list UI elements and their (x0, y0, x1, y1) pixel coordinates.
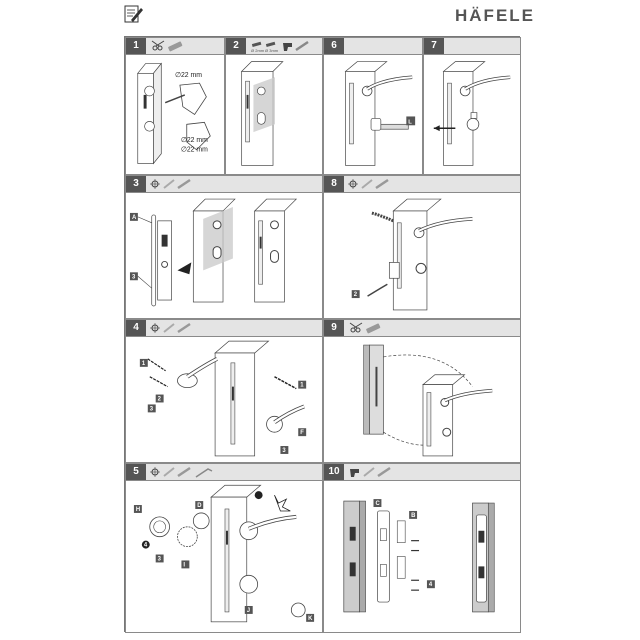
label-screw: 2 (354, 292, 358, 298)
crosshair-icon (150, 323, 160, 333)
label-screw: 3 (158, 556, 162, 562)
label-diameter: ∅22 mm (181, 147, 208, 154)
label-strike-plate: C (375, 501, 380, 507)
drill-bit-icon: Ø 2mm (251, 41, 265, 53)
tape-icon (168, 41, 183, 52)
label-screw: 3 (282, 448, 286, 454)
step-number: 8 (324, 176, 344, 192)
step-10-panel: 10 C B 4 (323, 463, 521, 633)
crosshair-icon (150, 179, 160, 189)
scissors-icon (349, 322, 363, 333)
scissors-icon (151, 40, 165, 51)
step-3-panel: 3 A 3 (125, 175, 323, 319)
step-6-panel: 6 L (323, 37, 423, 175)
label-rose: 1 (142, 361, 146, 367)
document-pencil-icon (124, 5, 143, 23)
label-spindle: 2 (158, 396, 162, 402)
drill-icon (350, 469, 359, 477)
svg-text:Ø 3mm: Ø 3mm (265, 48, 279, 53)
chisel-icon (163, 323, 175, 333)
screwdriver-icon (377, 466, 391, 478)
screwdriver-icon (177, 466, 191, 478)
label-rose-base: I (183, 562, 185, 568)
screwdriver-icon (177, 178, 191, 190)
label-rose-cover: K (308, 616, 313, 622)
step-4-panel: 4 1 2 3 (125, 319, 323, 463)
step-number: 5 (126, 464, 146, 480)
label-spindle: 1 (300, 383, 304, 389)
label-strike-box: B (411, 513, 415, 519)
step-number: 1 (126, 38, 146, 54)
chisel-icon (361, 179, 373, 189)
screwdriver-icon (295, 40, 309, 52)
screwdriver-icon (177, 322, 191, 334)
chisel-icon (163, 179, 175, 189)
step-number: 2 (226, 38, 246, 54)
label-diameter: ∅22 mm (181, 137, 208, 144)
step-1-panel: 1 ∅22 mm ∅22 mm ∅22 mm (125, 37, 225, 175)
label-screw: 3 (132, 274, 136, 280)
step-number: 9 (324, 320, 344, 336)
step-number: 6 (324, 38, 344, 54)
step-9-panel: 9 (323, 319, 521, 463)
drill-bit-icon: Ø 3mm (265, 41, 279, 53)
instruction-sheet: 1 ∅22 mm ∅22 mm ∅22 mm 2 Ø 2mm Ø 3m (124, 36, 521, 633)
step-number: 4 (126, 320, 146, 336)
label-cylinder: L (408, 119, 412, 125)
chisel-icon (363, 467, 375, 477)
step-5-panel: 5 H I D 3 4 (125, 463, 323, 633)
tape-icon (366, 323, 381, 334)
drill-icon (283, 43, 292, 51)
step-7-panel: 7 (423, 37, 521, 175)
step-number: 10 (324, 464, 344, 480)
screwdriver-icon (375, 178, 389, 190)
chisel-icon (163, 467, 175, 477)
label-handle: F (300, 430, 304, 436)
svg-text:Ø 2mm: Ø 2mm (251, 48, 265, 53)
label-screw: 4 (429, 582, 433, 588)
brand-logo: HÄFELE (455, 6, 535, 25)
step-2-panel: 2 Ø 2mm Ø 3mm (225, 37, 323, 175)
crosshair-icon (348, 179, 358, 189)
step-number: 3 (126, 176, 146, 192)
label-part: D (197, 503, 202, 509)
crosshair-icon (150, 467, 160, 477)
label-screw: 3 (150, 406, 154, 412)
step-number: 7 (424, 38, 444, 54)
allen-key-icon (195, 468, 213, 478)
label-step-marker: 4 (144, 543, 148, 549)
label-rose-cover: H (136, 507, 140, 513)
label-rose-base: J (247, 608, 250, 614)
label-diameter: ∅22 mm (175, 72, 202, 79)
label-lock-body: A (132, 215, 137, 221)
step-8-panel: 8 2 (323, 175, 521, 319)
